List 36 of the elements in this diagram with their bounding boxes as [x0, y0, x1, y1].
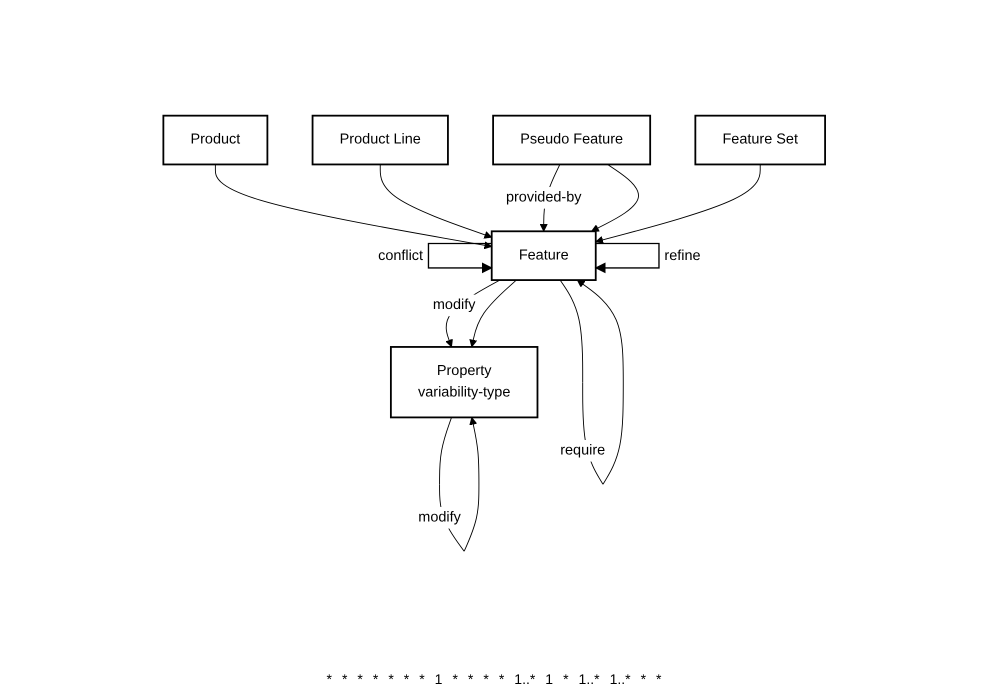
- node-box: Pseudo Feature: [492, 114, 651, 166]
- multiplicity-label: *: [404, 671, 410, 687]
- node-box: Product Line: [311, 114, 449, 166]
- edge-label: require: [560, 442, 605, 458]
- node-box: Feature Set: [694, 114, 826, 166]
- multiplicity-label: *: [640, 671, 646, 687]
- multiplicity-label: *: [357, 671, 363, 687]
- multiplicity-label: *: [483, 671, 489, 687]
- multiplicity-label: *: [656, 671, 662, 687]
- multiplicity-label: *: [342, 671, 348, 687]
- multiplicity-label: 1..*: [578, 671, 600, 687]
- multiplicity-label: *: [498, 671, 504, 687]
- node-box: Property variability-type: [390, 346, 538, 418]
- multiplicity-label: *: [563, 671, 569, 687]
- edge-label: modify: [418, 510, 461, 526]
- edge-label: modify: [432, 297, 476, 313]
- arrow: [595, 164, 760, 244]
- multiplicity-label: 1: [545, 671, 554, 687]
- edge-label: provided-by: [506, 190, 582, 206]
- multiplicity-label: 1..*: [610, 671, 631, 687]
- arrow: [380, 164, 492, 239]
- multiplicity-label: *: [468, 671, 474, 687]
- multiplicity-label: 1: [434, 671, 442, 687]
- node-box: Feature: [490, 230, 596, 281]
- edge-label: refine: [664, 248, 700, 264]
- multiplicity-label: *: [372, 671, 378, 687]
- node-box: Product: [162, 114, 268, 166]
- edge-label: conflict: [378, 248, 423, 264]
- multiplicity-label: *: [326, 671, 332, 687]
- arrow: [214, 164, 492, 250]
- multiplicity-label: 1..*: [514, 671, 536, 687]
- multiplicity-label: *: [419, 671, 425, 687]
- arrow: [469, 280, 517, 348]
- multiplicity-label: *: [388, 671, 394, 687]
- arrow: [590, 164, 639, 232]
- multiplicity-label: *: [452, 671, 458, 687]
